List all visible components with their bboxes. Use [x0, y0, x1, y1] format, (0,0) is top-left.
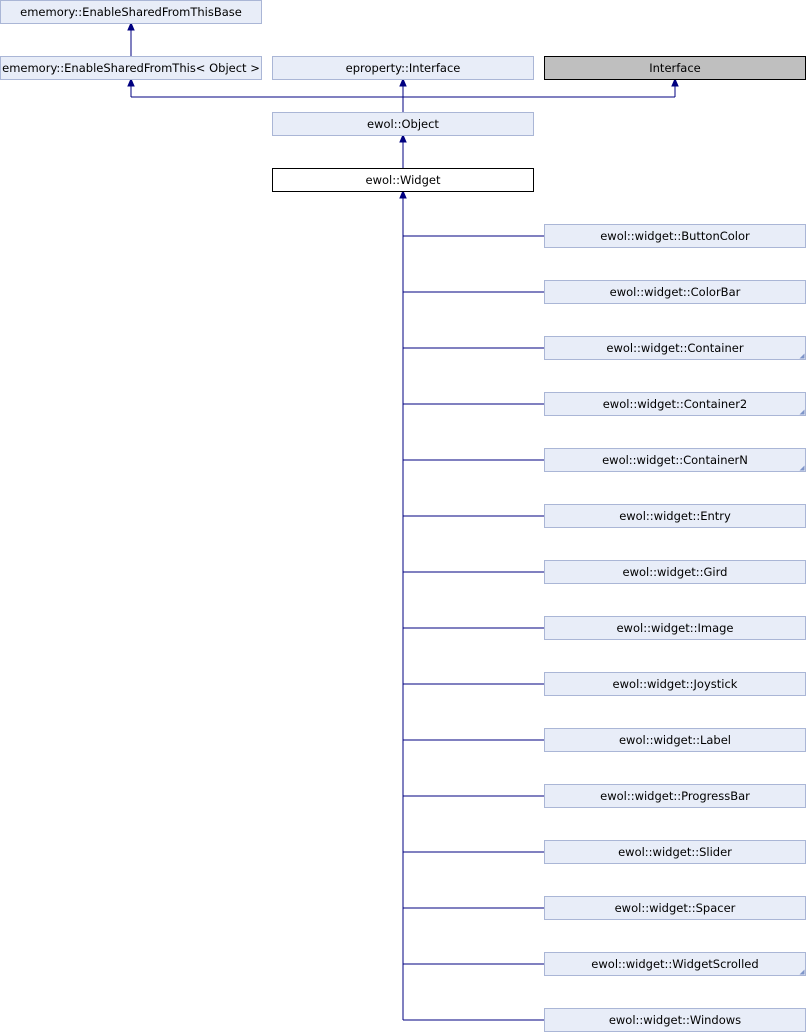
node-widget-containern-label: ewol::widget::ContainerN	[602, 453, 748, 467]
arrowhead-eproperty	[399, 77, 407, 87]
node-ewol-object[interactable]: ewol::Object	[272, 112, 534, 136]
node-widget-colorbar[interactable]: ewol::widget::ColorBar	[544, 280, 806, 304]
node-widget-image-label: ewol::widget::Image	[616, 621, 733, 635]
node-widget-buttoncolor-label: ewol::widget::ButtonColor	[600, 229, 750, 243]
more-subclasses-icon	[799, 969, 805, 975]
node-interface-label: Interface	[649, 61, 701, 75]
node-ewol-widget-label: ewol::Widget	[366, 173, 441, 187]
node-widget-spacer[interactable]: ewol::widget::Spacer	[544, 896, 806, 920]
node-widget-gird[interactable]: ewol::widget::Gird	[544, 560, 806, 584]
node-widget-spacer-label: ewol::widget::Spacer	[615, 901, 736, 915]
node-widget-label-label: ewol::widget::Label	[619, 733, 731, 747]
node-widget-buttoncolor[interactable]: ewol::widget::ButtonColor	[544, 224, 806, 248]
node-ewol-object-box	[272, 112, 534, 136]
node-widget-progressbar[interactable]: ewol::widget::ProgressBar	[544, 784, 806, 808]
more-subclasses-icon	[799, 465, 805, 471]
node-widget-colorbar-label: ewol::widget::ColorBar	[610, 285, 741, 299]
node-widget-label[interactable]: ewol::widget::Label	[544, 728, 806, 752]
node-widget-container-label: ewol::widget::Container	[606, 341, 743, 355]
more-subclasses-icon	[799, 353, 805, 359]
node-widget-slider-label: ewol::widget::Slider	[618, 845, 732, 859]
arrowhead-widget	[399, 189, 407, 199]
node-enable-shared-object[interactable]: ememory::EnableSharedFromThis< Object >	[0, 56, 262, 80]
node-widget-widgetscrolled-label: ewol::widget::WidgetScrolled	[591, 957, 758, 971]
node-widget-gird-label: ewol::widget::Gird	[623, 565, 728, 579]
edges	[127, 21, 679, 1021]
node-enable-shared-base[interactable]: ememory::EnableSharedFromThisBase	[0, 0, 262, 24]
node-enable-shared-object-box	[0, 56, 262, 80]
node-widget-windows[interactable]: ewol::widget::Windows	[544, 1008, 806, 1032]
subclass-nodes: ewol::widget::ButtonColorewol::widget::C…	[544, 224, 806, 1032]
node-widget-entry[interactable]: ewol::widget::Entry	[544, 504, 806, 528]
node-enable-shared-object-label: ememory::EnableSharedFromThis< Object >	[2, 61, 260, 75]
arrowhead-interface	[671, 77, 679, 87]
node-eproperty-interface[interactable]: eproperty::Interface	[272, 56, 534, 80]
node-eproperty-interface-label: eproperty::Interface	[346, 61, 461, 75]
node-interface: Interface	[544, 56, 806, 80]
node-widget-container2[interactable]: ewol::widget::Container2	[544, 392, 806, 416]
more-subclasses-icon	[799, 409, 805, 415]
subclass-edges	[403, 235, 545, 1021]
node-widget-container[interactable]: ewol::widget::Container	[544, 336, 806, 360]
node-enable-shared-base-label: ememory::EnableSharedFromThisBase	[20, 5, 242, 19]
node-eproperty-interface-box	[272, 56, 534, 80]
node-widget-progressbar-label: ewol::widget::ProgressBar	[600, 789, 750, 803]
node-ewol-widget: ewol::Widget	[272, 168, 534, 192]
node-widget-containern[interactable]: ewol::widget::ContainerN	[544, 448, 806, 472]
node-widget-joystick-label: ewol::widget::Joystick	[613, 677, 738, 691]
node-ewol-widget-box	[272, 168, 534, 192]
node-ewol-object-label: ewol::Object	[367, 117, 439, 131]
node-enable-shared-base-box	[0, 0, 262, 24]
arrowhead-esfto	[127, 77, 135, 87]
node-widget-container2-label: ewol::widget::Container2	[603, 397, 748, 411]
node-widget-entry-label: ewol::widget::Entry	[619, 509, 731, 523]
node-widget-windows-label: ewol::widget::Windows	[609, 1013, 741, 1027]
arrowhead-object	[399, 133, 407, 143]
node-widget-widgetscrolled[interactable]: ewol::widget::WidgetScrolled	[544, 952, 806, 976]
arrowhead-base	[127, 21, 135, 31]
node-widget-image[interactable]: ewol::widget::Image	[544, 616, 806, 640]
node-widget-joystick[interactable]: ewol::widget::Joystick	[544, 672, 806, 696]
node-widget-slider[interactable]: ewol::widget::Slider	[544, 840, 806, 864]
